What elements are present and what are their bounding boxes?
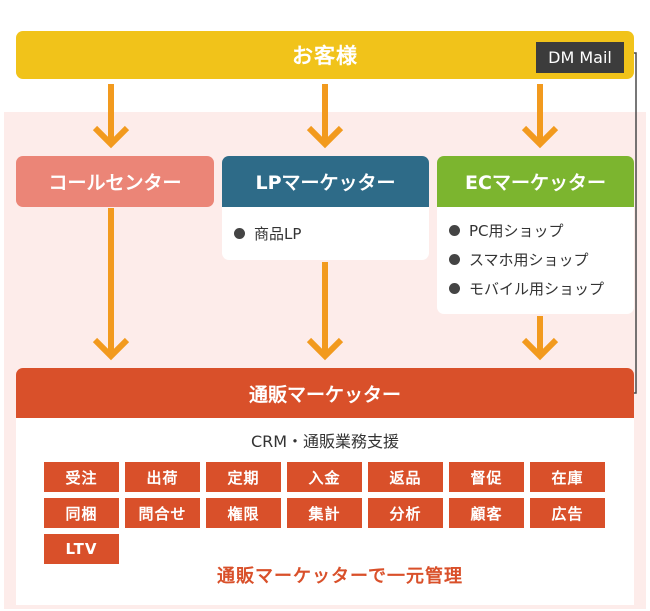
customer-bar: お客様 [16,31,634,79]
dm-mail-label: DM Mail [548,48,612,67]
lp-marketer-list: 商品LP [222,207,429,260]
ec-marketer-label: ECマーケッター [465,172,606,194]
feature-tag: 入金 [287,462,362,492]
bullet-dot-icon [449,283,460,294]
call-center-label: コールセンター [48,172,182,194]
arrow-call-to-tsuhan-head [92,337,130,361]
feature-tag: 受注 [44,462,119,492]
list-item: スマホ用ショップ [449,245,634,274]
tsuhan-marketer-label: 通販マーケッター [248,383,401,406]
bullet-dot-icon [234,228,245,239]
list-item-label: モバイル用ショップ [469,280,605,298]
summary-text: 通販マーケッターで一元管理 [217,566,463,587]
list-item-label: PC用ショップ [469,222,564,240]
feature-tag: 問合せ [125,498,200,528]
arrow-lp-to-tsuhan-head [306,337,344,361]
arrow-customer-to-call-head [92,125,130,149]
feature-tag: LTV [44,534,119,564]
feature-tag: 定期 [206,462,281,492]
tsuhan-marketer-header: 通販マーケッター [16,368,634,418]
list-item-label: 商品LP [254,225,302,243]
ec-marketer-list: PC用ショップ スマホ用ショップ モバイル用ショップ [437,207,634,314]
feature-tag: 督促 [449,462,524,492]
bullet-dot-icon [449,254,460,265]
feature-tag: 分析 [368,498,443,528]
dm-mail-badge: DM Mail [536,42,624,73]
arrow-ec-to-tsuhan-head [521,337,559,361]
ec-marketer-header: ECマーケッター [437,156,634,207]
feature-tag: 広告 [530,498,605,528]
call-center-box: コールセンター [16,156,214,207]
feature-tag: 集計 [287,498,362,528]
list-item: PC用ショップ [449,216,634,245]
arrow-customer-to-ec-head [521,125,559,149]
crm-subtitle: CRM・通販業務支援 [250,432,400,451]
list-item: モバイル用ショップ [449,274,634,303]
list-item: 商品LP [234,219,429,248]
customer-label: お客様 [292,44,358,68]
list-item-label: スマホ用ショップ [469,251,589,269]
feature-tag: 出荷 [125,462,200,492]
lp-marketer-header: LPマーケッター [222,156,429,207]
feature-tag: 顧客 [449,498,524,528]
feature-tag: 同梱 [44,498,119,528]
feature-tag: 権限 [206,498,281,528]
feature-tag: 在庫 [530,462,605,492]
lp-marketer-label: LPマーケッター [255,172,396,194]
arrow-customer-to-lp-head [306,125,344,149]
feature-tag: 返品 [368,462,443,492]
bullet-dot-icon [449,225,460,236]
